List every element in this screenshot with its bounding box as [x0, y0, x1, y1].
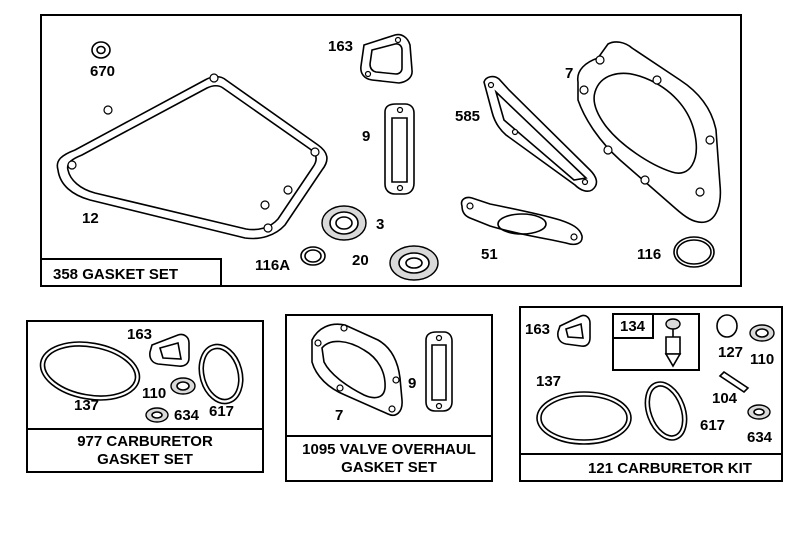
- part-51-exhaust-gasket: [460, 196, 583, 246]
- label-12: 12: [82, 210, 99, 227]
- label-7: 7: [565, 65, 573, 82]
- part-134-float-needle: [664, 318, 682, 368]
- panel-gasket-set-title: 358 GASKET SET: [53, 266, 178, 283]
- part-110-washer-c: [749, 324, 775, 342]
- part-137-bowl-gasket: [39, 341, 141, 401]
- part-127-plug: [716, 314, 738, 338]
- panel-carburetor-kit-title: 121 CARBURETOR KIT: [588, 460, 752, 477]
- panel-gasket-set-frame: [40, 14, 742, 287]
- part-104-pin: [718, 370, 750, 394]
- label-163-a: 163: [127, 326, 152, 343]
- label-3: 3: [376, 216, 384, 233]
- panel-carburetor-gasket-set-title-2: GASKET SET: [97, 451, 193, 468]
- label-163-c: 163: [525, 321, 550, 338]
- part-670-seal: [91, 41, 111, 59]
- part-634-washer-a: [145, 407, 169, 423]
- label-104: 104: [712, 390, 738, 407]
- panel-carburetor-kit: 121 CARBURETOR KIT 134 163 127 110: [519, 306, 783, 482]
- part-585-breather-gasket: [483, 75, 598, 192]
- panel-valve-overhaul-title-box: [285, 435, 493, 482]
- part-634-washer-c: [747, 404, 771, 420]
- panel-carburetor-kit-title-box: [519, 453, 783, 482]
- part-163-carb-gasket-c: [557, 314, 591, 347]
- label-116: 116: [637, 246, 661, 263]
- part-163-carb-gasket: [360, 33, 413, 84]
- part-163-carb-gasket-a: [149, 333, 190, 367]
- part-12-crankcase-gasket: [56, 73, 328, 240]
- panel-valve-overhaul-title-1: 1095 VALVE OVERHAUL: [302, 441, 476, 458]
- label-110-c: 110: [750, 351, 774, 368]
- part-20-oil-seal: [389, 245, 439, 281]
- part-137-bowl-gasket-c: [536, 391, 632, 445]
- part-617-gasket-c: [644, 381, 688, 441]
- label-7-b: 7: [335, 407, 343, 424]
- part-9-valve-cover-gasket-b: [425, 331, 453, 412]
- label-9: 9: [362, 128, 370, 145]
- part-116A-ring: [300, 246, 326, 266]
- part-3-oil-seal: [321, 205, 367, 241]
- label-134: 134: [620, 318, 646, 335]
- panel-gasket-set-title-box: [40, 258, 222, 287]
- label-20: 20: [352, 252, 369, 269]
- panel-valve-overhaul-gasket-set: 1095 VALVE OVERHAUL GASKET SET 7 9: [285, 314, 493, 482]
- label-670: 670: [90, 63, 115, 80]
- label-51: 51: [481, 246, 498, 263]
- part-9-valve-cover-gasket: [384, 103, 415, 195]
- label-634-c: 634: [747, 429, 773, 446]
- label-110-a: 110: [142, 385, 166, 402]
- panel-carburetor-gasket-set: 977 CARBURETOR GASKET SET 137 163 617 11…: [26, 320, 264, 473]
- label-634-a: 634: [174, 407, 200, 424]
- part-134-inset-frame: [612, 313, 700, 371]
- label-137-c: 137: [536, 373, 561, 390]
- part-116-ring: [673, 236, 715, 268]
- panel-carburetor-gasket-set-title-1: 977 CARBURETOR: [77, 433, 213, 450]
- label-137-a: 137: [74, 397, 99, 414]
- label-617-c: 617: [700, 417, 725, 434]
- label-9-b: 9: [408, 375, 416, 392]
- part-7-head-gasket-b: [311, 323, 403, 416]
- part-110-washer-a: [170, 377, 196, 395]
- part-134-label-box: [612, 313, 654, 339]
- label-617-a: 617: [209, 403, 234, 420]
- label-585: 585: [455, 108, 480, 125]
- panel-gasket-set: 358 GASKET SET 670 12 163: [40, 14, 742, 287]
- part-617-gasket-a: [198, 343, 244, 405]
- panel-carburetor-gasket-set-title-box: [26, 428, 264, 473]
- label-127: 127: [718, 344, 743, 361]
- part-7-head-gasket: [576, 41, 722, 224]
- label-116A: 116A: [255, 257, 290, 274]
- panel-valve-overhaul-title-2: GASKET SET: [341, 459, 437, 476]
- label-163: 163: [328, 38, 353, 55]
